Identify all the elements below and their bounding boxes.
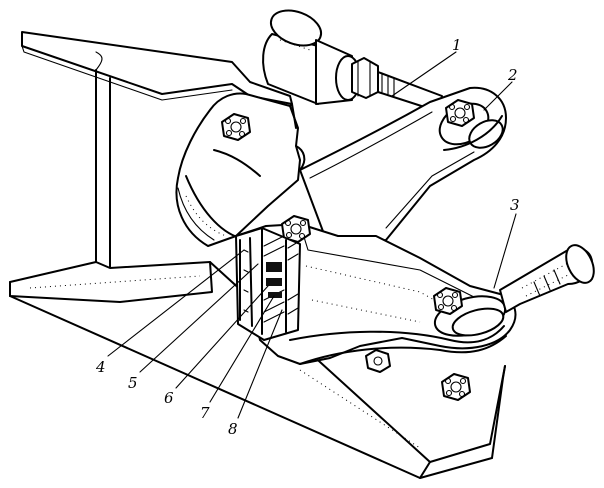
callout-1: 1 <box>452 36 462 54</box>
callouts: 1 2 3 4 5 6 7 8 <box>95 36 520 438</box>
frame-beam <box>9 31 506 479</box>
leader-1 <box>391 51 457 97</box>
callout-3: 3 <box>510 196 520 214</box>
tie-rod <box>499 244 595 313</box>
callout-5: 5 <box>128 374 138 392</box>
lower-arm <box>235 215 517 373</box>
body-bolt-top <box>281 215 311 243</box>
body-bolt-lower <box>365 349 391 373</box>
bracket-bolt <box>221 113 251 141</box>
upper-arm <box>299 86 507 251</box>
flange-bolt <box>441 373 471 401</box>
leader-2 <box>483 81 513 111</box>
mounting-bracket <box>175 92 306 247</box>
upper-eye-bolt <box>445 99 475 127</box>
callout-6: 6 <box>164 389 174 407</box>
leader-4 <box>107 249 245 357</box>
shock-absorber <box>262 9 443 113</box>
body-bolt-eye <box>433 287 463 315</box>
callout-2: 2 <box>507 66 518 84</box>
bushing-section <box>235 227 301 341</box>
leader-8 <box>237 309 283 419</box>
callout-4: 4 <box>95 358 106 376</box>
leader-5 <box>139 263 259 373</box>
callout-7: 7 <box>200 404 210 422</box>
callout-8: 8 <box>228 420 238 438</box>
leader-lines <box>107 51 517 419</box>
leader-6 <box>175 285 269 389</box>
leader-3 <box>493 213 517 289</box>
leader-7 <box>209 295 275 403</box>
